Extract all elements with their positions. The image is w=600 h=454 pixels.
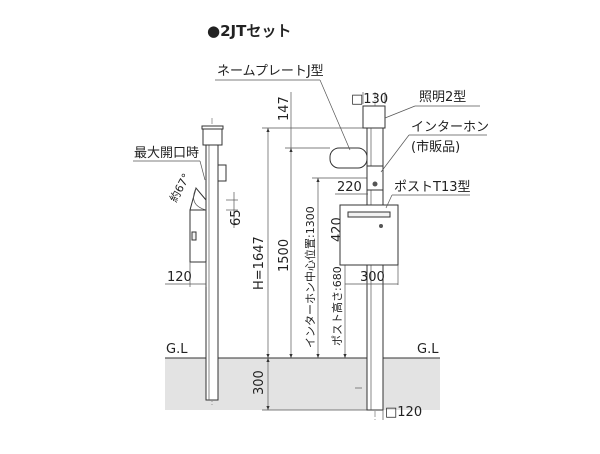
side-lid-arc <box>193 187 207 211</box>
h1647-label: H=1647 <box>252 236 267 290</box>
intercom-button-icon <box>372 181 378 187</box>
post-type-leader <box>385 194 393 209</box>
d300-width-label: 300 <box>360 270 385 285</box>
nameplate-shape <box>329 147 368 169</box>
d300-depth-label: 300 <box>252 370 267 395</box>
side-view-post: 最大開口時 約67° 65 120 <box>133 118 244 405</box>
angle-label: 約67° <box>166 171 193 205</box>
base-size-label: □120 <box>385 405 422 420</box>
front-light-box <box>362 105 386 129</box>
max-open-leader <box>199 160 206 181</box>
post-type-label: ポストT13型 <box>394 180 470 195</box>
light-leader <box>384 105 416 119</box>
intercom-leader <box>380 134 410 173</box>
gl-label-left: G.L <box>166 342 188 357</box>
light-size-label: □130 <box>351 92 388 107</box>
d120-label: 120 <box>167 270 192 285</box>
diagram-title: ●2JTセット <box>207 22 291 40</box>
intercom-center-label: インターホン中心位置:1300 <box>303 206 317 348</box>
d1500-label: 1500 <box>277 239 292 272</box>
d220-label: 220 <box>337 180 362 195</box>
mailbox-slot <box>347 211 391 218</box>
light-label: 照明2型 <box>419 90 466 105</box>
side-intercom <box>217 164 227 182</box>
intercom-label: インターホン <box>411 120 489 135</box>
d65-label: 65 <box>229 209 244 226</box>
gl-label-right: G.L <box>417 342 439 357</box>
nameplate-label: ネームプレートJ型 <box>217 64 324 79</box>
mailbox-lock-icon <box>379 224 383 228</box>
post-height-label: ポスト高さ:680 <box>330 266 344 346</box>
side-post-body <box>205 144 219 401</box>
intercom-note-label: (市販品) <box>411 139 460 155</box>
d147-label: 147 <box>277 96 292 121</box>
intercom-shape <box>366 165 384 191</box>
max-open-label: 最大開口時 <box>134 146 199 161</box>
nameplate-leader <box>319 79 351 151</box>
side-light-box <box>202 128 223 146</box>
front-view-post: □130 220 300 □120 <box>329 92 422 422</box>
side-mailbox-lock <box>191 231 197 241</box>
height-dimensions: H=1647 147 1500 インターホン中心位置:1300 420 ポスト高… <box>252 92 367 411</box>
callouts: ネームプレートJ型 照明2型 インターホン (市販品) ポストT13型 <box>215 64 489 209</box>
side-mailbox <box>189 209 207 263</box>
